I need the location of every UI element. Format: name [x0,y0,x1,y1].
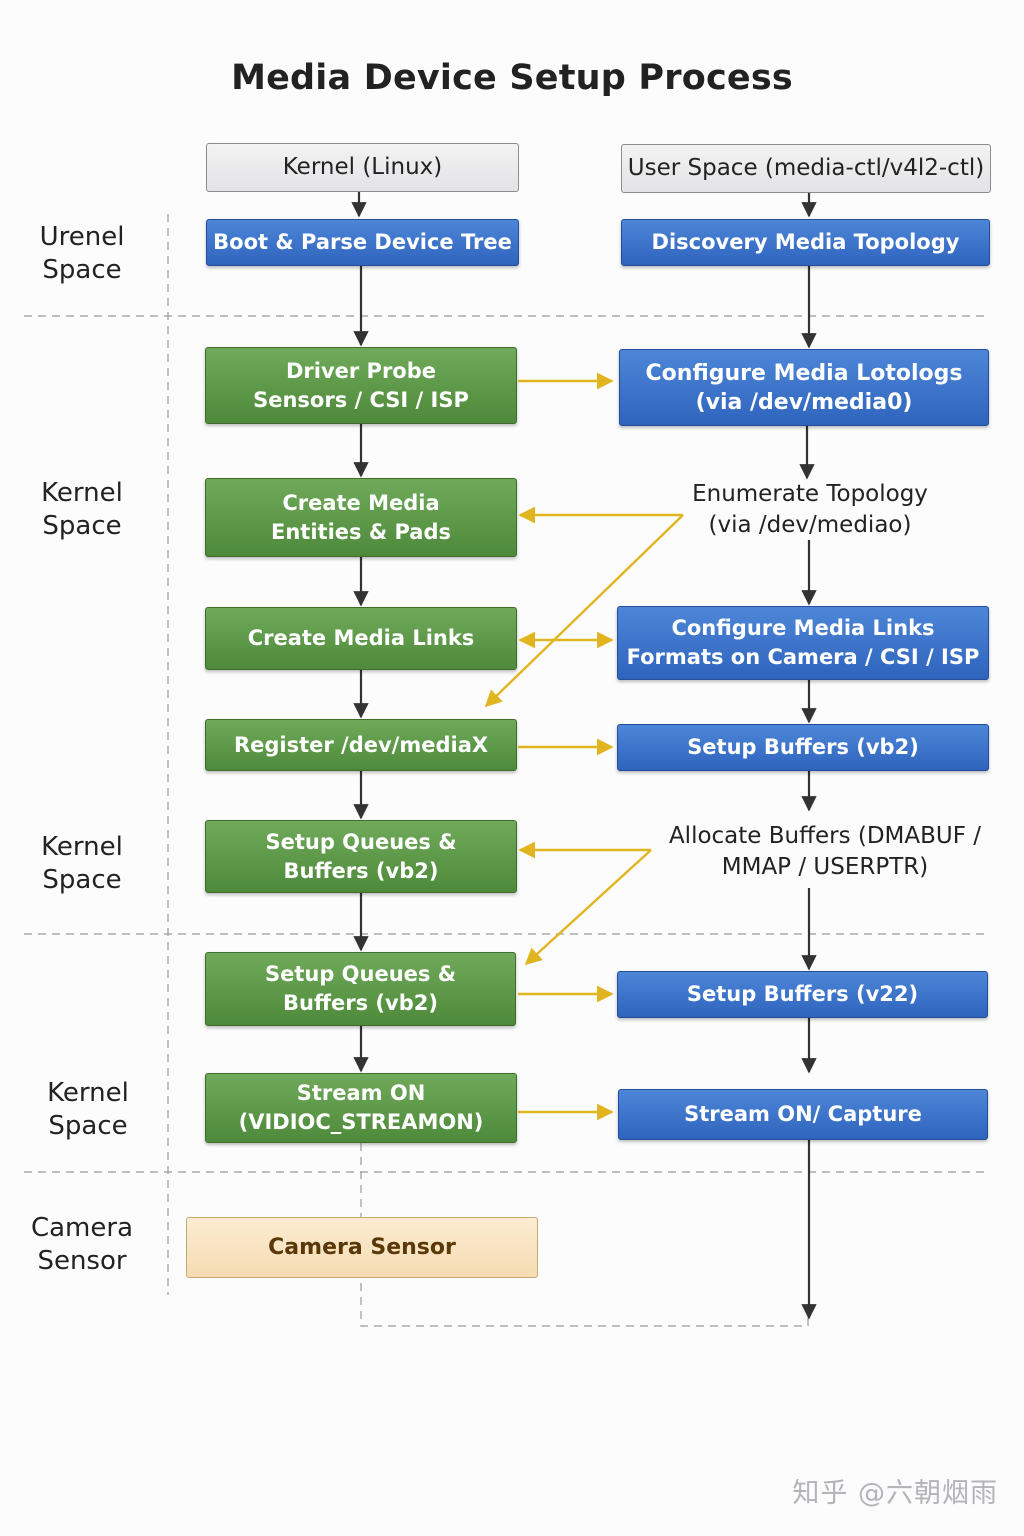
user-step-allocate-buffers: Allocate Buffers (DMABUF / MMAP / USERPT… [668,823,982,880]
lane-label-kernel-space-1: Kernel Space [41,478,123,541]
user-step-setup-buffers: Setup Buffers (vb2) [617,724,989,771]
user-column-header: User Space (media-ctl/v4l2-ctl) [621,144,991,193]
user-step-enumerate-topology: Enumerate Topology (via /dev/mediao) [692,481,928,538]
watermark: 知乎 @六朝烟雨 [792,1478,998,1509]
kernel-step-boot-parse: Boot & Parse Device Tree [206,219,519,266]
kernel-step-create-links: Create Media Links [205,607,517,670]
kernel-flow-arrows [351,192,369,1073]
kernel-step-register-media: Register /dev/mediaX [205,719,517,771]
kernel-column-header: Kernel (Linux) [206,143,519,192]
user-step-configure-media: Configure Media Lotologs (via /dev/media… [619,349,989,426]
page-title: Media Device Setup Process [231,58,793,98]
user-step-discovery: Discovery Media Topology [621,219,990,266]
cross-arrows [484,372,684,1121]
lane-label-kernel-space-2: Kernel Space [41,832,123,895]
kernel-step-stream-on: Stream ON (VIDIOC_STREAMON) [205,1073,517,1143]
kernel-step-setup-queues-2: Setup Queues & Buffers (vb2) [205,952,516,1026]
cross-arrow-enumerate-to-register [484,514,684,708]
kernel-step-create-entities: Create Media Entities & Pads [205,478,517,557]
user-flow-arrows [799,193,817,1320]
lane-label-urenel-space: Urenel Space [39,222,125,285]
user-step-stream-capture: Stream ON/ Capture [618,1089,988,1140]
lane-label-kernel-space-3: Kernel Space [47,1078,129,1141]
user-step-configure-links: Configure Media Links Formats on Camera … [617,606,989,680]
lane-label-camera-sensor: Camera Sensor [30,1213,134,1276]
kernel-step-driver-probe: Driver Probe Sensors / CSI / ISP [205,347,517,424]
user-step-setup-buffers-2: Setup Buffers (v22) [617,971,988,1018]
kernel-step-setup-queues-1: Setup Queues & Buffers (vb2) [205,820,517,893]
camera-sensor-box: Camera Sensor [186,1217,538,1278]
cross-arrow-allocate-to-queues2 [524,849,652,966]
